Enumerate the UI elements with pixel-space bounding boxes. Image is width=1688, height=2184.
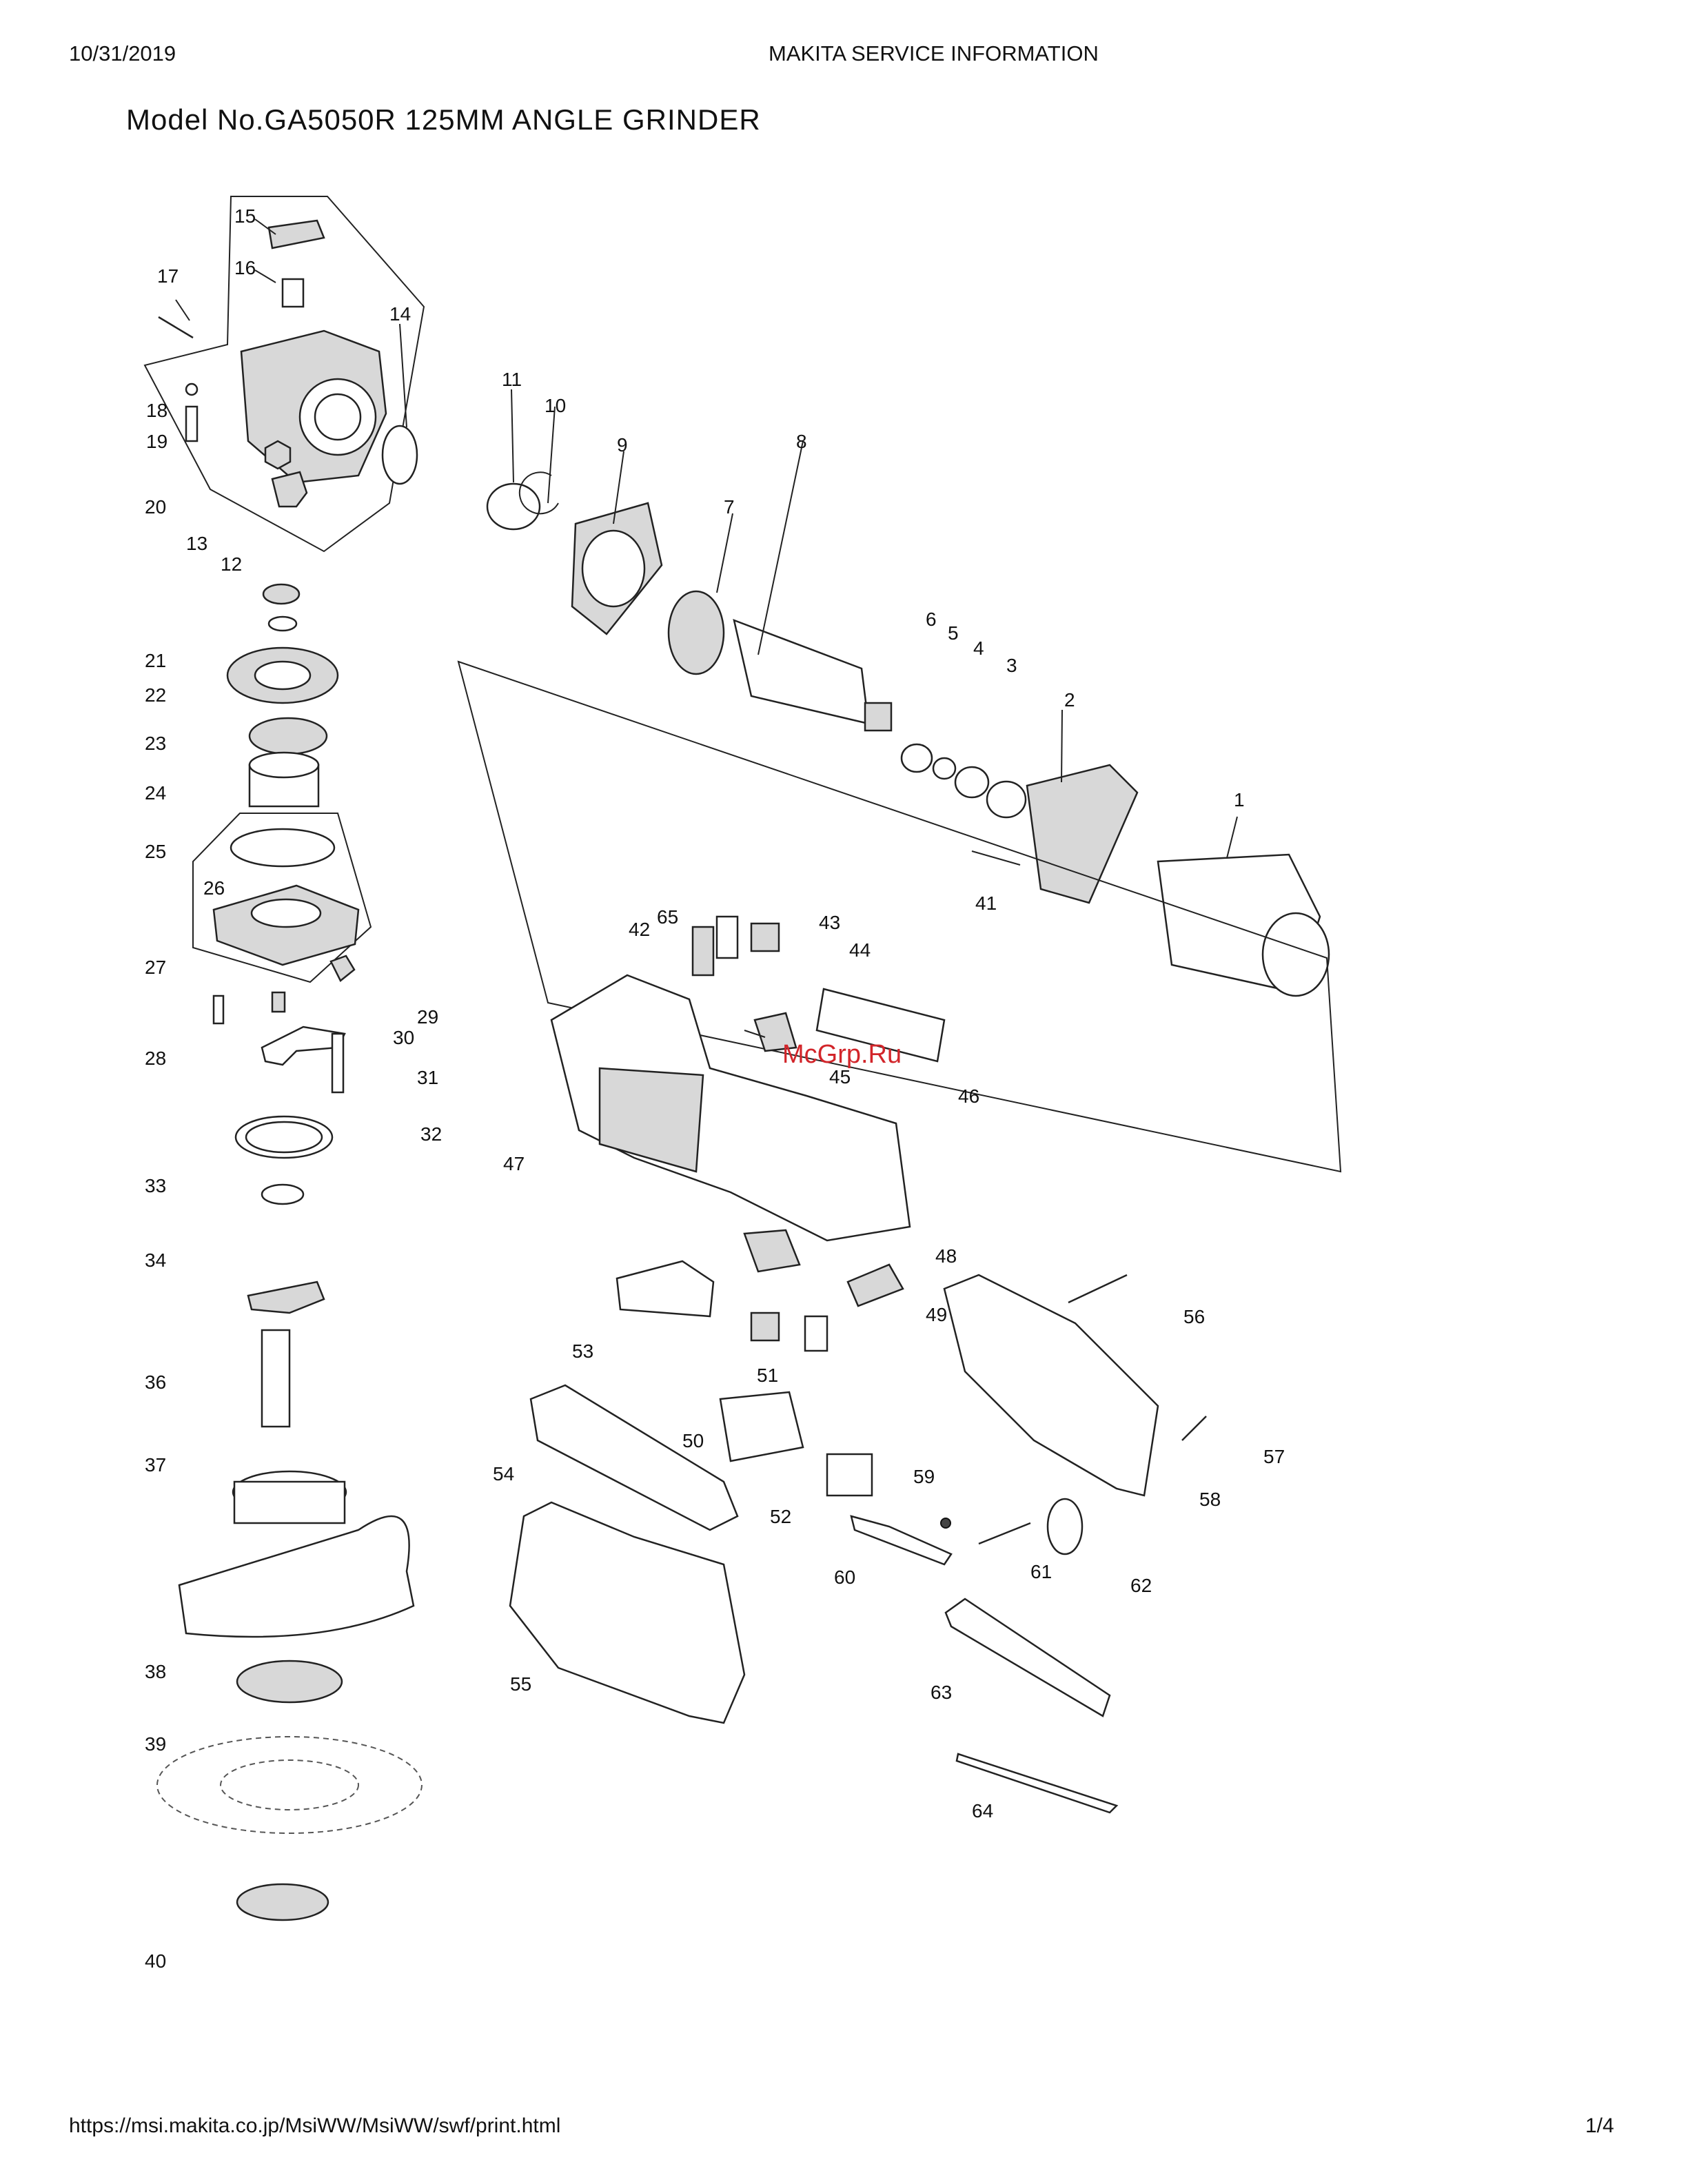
part-label-60: 60	[834, 1566, 855, 1588]
part-label-37: 37	[145, 1454, 166, 1476]
footer-page-number: 1/4	[1585, 2114, 1614, 2137]
motor-housing-group	[457, 660, 1342, 1242]
part-label-25: 25	[145, 841, 166, 862]
footer-url-link[interactable]: https://msi.makita.co.jp/MsiWW/MsiWW/swf…	[69, 2114, 561, 2137]
leader-lines	[175, 218, 1238, 1038]
part-label-29: 29	[417, 1006, 438, 1028]
part-label-21: 21	[145, 650, 166, 671]
part-label-58: 58	[1199, 1489, 1221, 1510]
part-label-6: 6	[926, 609, 937, 630]
part-label-3: 3	[1006, 655, 1017, 676]
part-label-13: 13	[186, 533, 207, 554]
spindle-column-group	[156, 583, 423, 1921]
part-label-61: 61	[1030, 1561, 1052, 1582]
part-label-51: 51	[757, 1365, 778, 1386]
part-label-23: 23	[145, 733, 166, 754]
model-title: Model No.GA5050R 125MM ANGLE GRINDER	[126, 103, 761, 136]
handle-group	[509, 1274, 1207, 1814]
part-label-44: 44	[849, 939, 871, 961]
part-label-57: 57	[1263, 1446, 1285, 1467]
part-label-45: 45	[829, 1066, 851, 1088]
part-label-28: 28	[145, 1048, 166, 1069]
part-label-27: 27	[145, 957, 166, 978]
part-label-22: 22	[145, 684, 166, 706]
part-label-52: 52	[770, 1506, 791, 1527]
part-label-11: 11	[502, 369, 522, 390]
part-label-38: 38	[145, 1661, 166, 1682]
part-label-36: 36	[145, 1371, 166, 1393]
part-label-30: 30	[393, 1027, 414, 1048]
part-label-43: 43	[819, 912, 840, 933]
part-label-9: 9	[617, 434, 628, 456]
part-label-7: 7	[724, 496, 735, 518]
header-date: 10/31/2019	[69, 41, 176, 65]
part-label-50: 50	[682, 1430, 704, 1451]
part-label-15: 15	[234, 205, 256, 227]
part-label-62: 62	[1130, 1575, 1152, 1596]
watermark: McGrp.Ru	[782, 1040, 902, 1069]
part-label-5: 5	[948, 622, 959, 644]
part-label-59: 59	[913, 1466, 935, 1487]
part-label-56: 56	[1183, 1306, 1205, 1327]
part-label-53: 53	[572, 1340, 593, 1362]
part-label-55: 55	[510, 1673, 531, 1695]
part-label-1: 1	[1234, 789, 1245, 810]
part-label-34: 34	[145, 1249, 166, 1271]
part-label-14: 14	[389, 303, 411, 325]
part-label-2: 2	[1064, 689, 1075, 711]
part-label-26: 26	[203, 877, 225, 899]
part-label-4: 4	[973, 637, 984, 659]
part-label-32: 32	[420, 1123, 442, 1145]
part-label-10: 10	[545, 395, 566, 416]
part-label-54: 54	[493, 1463, 514, 1484]
switch-group	[616, 1229, 1084, 1566]
part-label-18: 18	[146, 400, 167, 421]
part-label-46: 46	[958, 1085, 979, 1107]
motor-group	[486, 471, 1330, 997]
part-label-16: 16	[234, 257, 256, 278]
part-label-42: 42	[629, 919, 650, 940]
part-label-31: 31	[417, 1067, 438, 1088]
part-label-63: 63	[931, 1682, 952, 1703]
part-label-17: 17	[157, 265, 179, 287]
part-label-49: 49	[926, 1304, 947, 1325]
part-label-64: 64	[972, 1800, 993, 1821]
part-label-39: 39	[145, 1733, 166, 1755]
part-label-20: 20	[145, 496, 166, 518]
part-label-12: 12	[221, 553, 242, 575]
header-title: MAKITA SERVICE INFORMATION	[769, 41, 1099, 65]
part-label-65: 65	[657, 906, 678, 928]
part-label-19: 19	[146, 431, 167, 452]
part-label-47: 47	[503, 1153, 525, 1174]
part-label-41: 41	[975, 892, 997, 914]
gear-housing-group	[143, 196, 425, 553]
part-label-24: 24	[145, 782, 166, 804]
part-label-48: 48	[935, 1245, 957, 1267]
part-label-8: 8	[796, 431, 807, 452]
part-label-40: 40	[145, 1950, 166, 1972]
part-number-labels: 1 2 3 4 5 6 7 8 9 10 11 12 13 14 15 16 1…	[145, 205, 1285, 1972]
part-label-33: 33	[145, 1175, 166, 1196]
